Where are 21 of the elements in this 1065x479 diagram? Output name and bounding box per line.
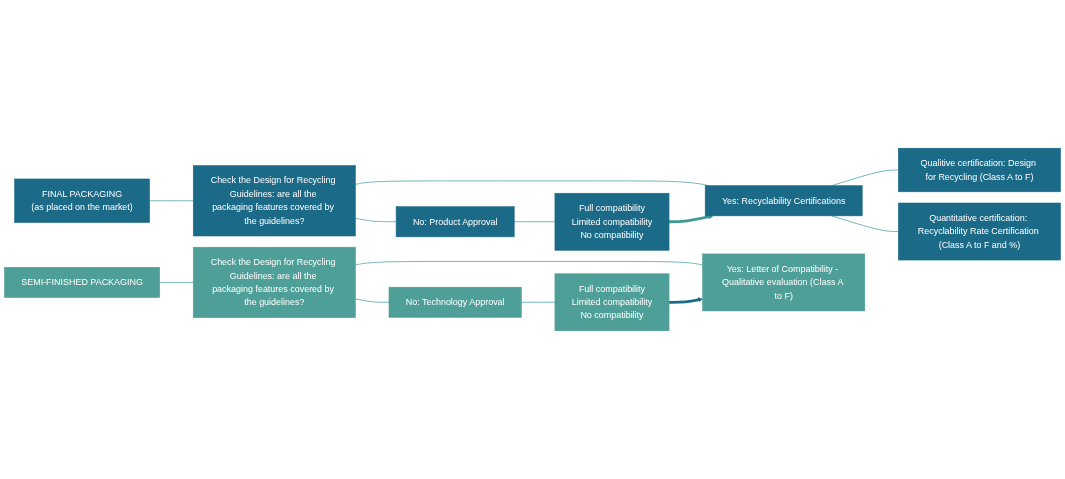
connector [159,282,194,283]
connector [149,200,194,202]
node-box: No: Technology Approval [388,286,522,318]
connector [520,301,556,303]
node-box: Qualitive certification: Design for Recycling (Class A to F) [898,147,1061,193]
connector [355,217,397,223]
node-box: Full compatibility Limited compatibility No compatibility [554,273,670,332]
node-box: Check the Design for Recycling Guidelines: are all the packaging features covered by the guidelines? [192,246,356,318]
node-box: Quantitative certification: Recyclability Rate Certification (Class A to F and %) [898,202,1061,261]
node-box: Yes: Recyclability Certifications [704,185,863,217]
connector [355,261,703,266]
connector [513,221,556,223]
node-box: Full compatibility Limited compatibility No compatibility [554,192,670,251]
arrow [669,214,714,224]
node-box: Check the Design for Recycling Guidelines: are all the packaging features covered by the guidelines? [192,165,356,237]
connector [355,298,390,303]
node-box: No: Product Approval [395,206,515,238]
node-box: SEMI-FINISHED PACKAGING [4,267,160,298]
node-box: FINAL PACKAGING (as placed on the market) [14,178,150,223]
arrow [669,297,703,304]
node-box: Yes: Letter of Compatibility - Qualitative evaluation (Class A to F) [702,253,866,312]
